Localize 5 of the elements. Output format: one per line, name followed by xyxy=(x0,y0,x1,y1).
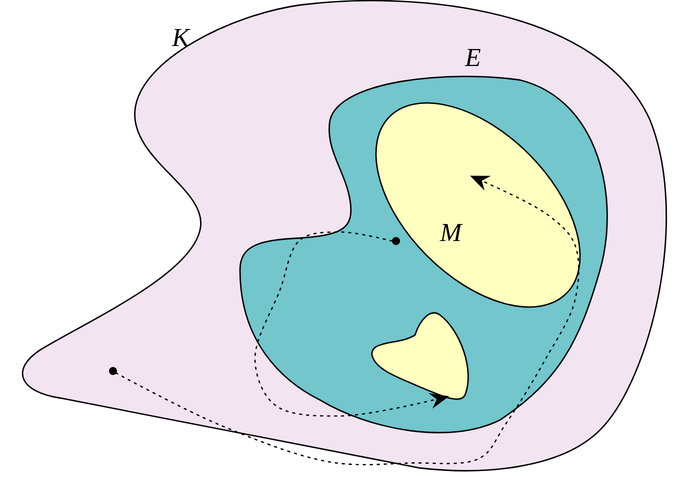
dotted-arrow xyxy=(254,231,450,417)
region-label: K xyxy=(172,25,190,51)
region-label: M xyxy=(440,220,462,246)
region-label: E xyxy=(465,45,481,71)
dotted-arrow xyxy=(115,176,580,466)
